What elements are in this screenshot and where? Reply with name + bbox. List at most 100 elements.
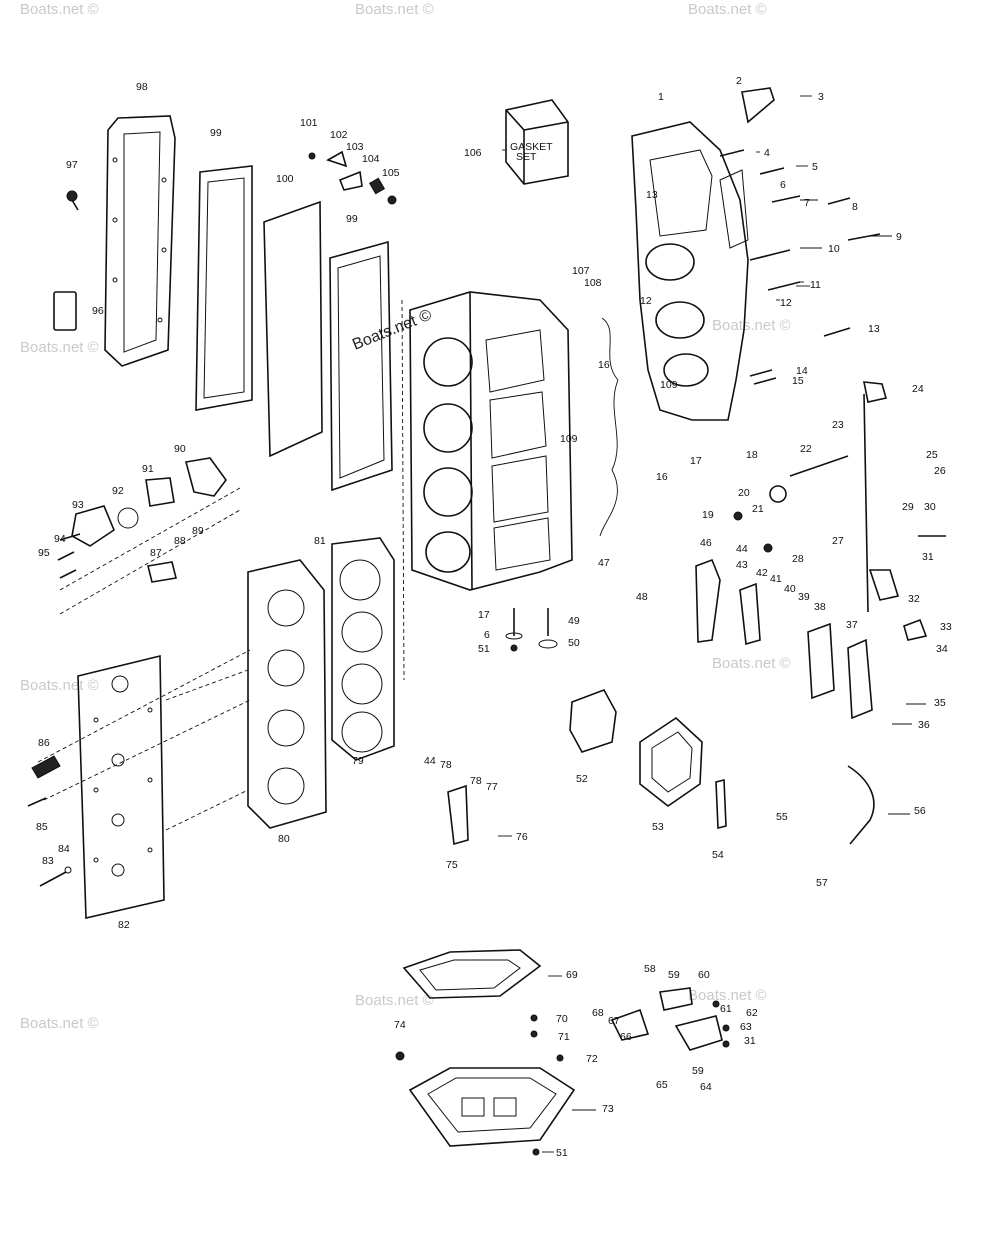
callout: 109 [660, 379, 678, 391]
callout: 89 [192, 525, 204, 537]
callout: 17 [690, 455, 702, 467]
callout: 66 [620, 1031, 632, 1043]
callout-labels: 1 2 3 4 5 6 7 8 9 10 11 12 13 14 15 16 1… [36, 75, 952, 1159]
callout: 71 [558, 1031, 570, 1043]
callout: 42 [756, 567, 768, 579]
throttle-linkage [695, 381, 946, 720]
callout: 101 [300, 117, 318, 129]
callout: 6 [780, 179, 786, 191]
head-gasket-79 [331, 537, 395, 761]
callout: 16 [656, 471, 668, 483]
callout: 83 [42, 855, 54, 867]
cover-plate-82 [77, 654, 165, 919]
callout: 87 [150, 547, 162, 559]
callout: 99 [210, 127, 222, 139]
watermark: Boats.net © [688, 1, 767, 18]
callout: 59 [668, 969, 680, 981]
assembly-line [165, 669, 249, 701]
callout: 39 [798, 591, 810, 603]
gasket-set-label-line2: SET [516, 151, 537, 163]
callout: 31 [744, 1035, 756, 1047]
bracket-16-47 [599, 317, 619, 537]
callout: 109 [560, 433, 578, 445]
fittings-101-105 [308, 150, 397, 205]
callout: 43 [736, 559, 748, 571]
callout: 6 [484, 629, 490, 641]
callout: 11 [810, 279, 821, 291]
callout: 68 [592, 1007, 604, 1019]
callout: 30 [924, 501, 936, 513]
callout: 40 [784, 583, 796, 595]
callout: 25 [926, 449, 938, 461]
callout: 15 [792, 375, 804, 387]
gasket-99a [195, 165, 253, 411]
watermark: Boats.net © [20, 1, 99, 18]
small-plate-96 [53, 291, 77, 331]
callout: 94 [54, 533, 66, 545]
gasket-set-box: GASKET SET [505, 99, 569, 185]
callout: 77 [486, 781, 498, 793]
callout: 5 [812, 161, 818, 173]
cylinder-head-80 [247, 559, 327, 829]
callout: 52 [576, 773, 588, 785]
callout: 62 [746, 1007, 758, 1019]
thermostat-group [57, 457, 241, 615]
callout: 49 [568, 615, 580, 627]
callout: 7 [804, 197, 810, 209]
callout: 60 [698, 969, 710, 981]
callout: 58 [644, 963, 656, 975]
callout: 32 [908, 593, 920, 605]
callout: 80 [278, 833, 290, 845]
callout: 21 [752, 503, 764, 515]
callout: 107 [572, 265, 590, 277]
callout: 84 [58, 843, 70, 855]
callout: 86 [38, 737, 50, 749]
callout: 8 [852, 201, 858, 213]
small-parts-bottom [395, 987, 730, 1156]
callout: 24 [912, 383, 924, 395]
callout: 13 [868, 323, 880, 335]
cover-53 [639, 716, 703, 807]
watermark: Boats.net © [350, 306, 434, 353]
callout: 92 [112, 485, 124, 497]
callout: 59 [692, 1065, 704, 1077]
callout: 105 [382, 167, 400, 179]
callout: 98 [136, 81, 148, 93]
callout: 99 [346, 213, 358, 225]
callout: 82 [118, 919, 130, 931]
watermark: Boats.net © [712, 317, 791, 334]
gasket-99b [329, 240, 393, 492]
callout: 90 [174, 443, 186, 455]
callout: 38 [814, 601, 826, 613]
watermarks: Boats.net © Boats.net © Boats.net © Boat… [20, 1, 791, 1032]
callout: 50 [568, 637, 580, 649]
callout: 4 [764, 147, 770, 159]
watermark: Boats.net © [20, 1015, 99, 1032]
callout: 36 [918, 719, 930, 731]
callout: 85 [36, 821, 48, 833]
callout: 1 [658, 91, 664, 103]
bracket-75 [447, 784, 469, 846]
callout: 17 [478, 609, 490, 621]
callout: 65 [656, 1079, 668, 1091]
callout: 57 [816, 877, 828, 889]
callout: 91 [142, 463, 154, 475]
watermark: Boats.net © [20, 677, 99, 694]
callout: 13 [646, 189, 658, 201]
callout: 100 [276, 173, 294, 185]
callout: 26 [934, 465, 946, 477]
callout: 31 [922, 551, 934, 563]
callout: 10 [828, 243, 840, 255]
callout: 104 [362, 153, 380, 165]
callout: 69 [566, 969, 578, 981]
callout: 14 [796, 365, 808, 377]
callout: 3 [818, 91, 824, 103]
callout: 23 [832, 419, 844, 431]
watermark: Boats.net © [355, 992, 434, 1009]
callout: 16 [598, 359, 610, 371]
callout: 20 [738, 487, 750, 499]
callout: 78 [440, 759, 452, 771]
callout: 12 [780, 297, 792, 309]
callout: 102 [330, 129, 348, 141]
